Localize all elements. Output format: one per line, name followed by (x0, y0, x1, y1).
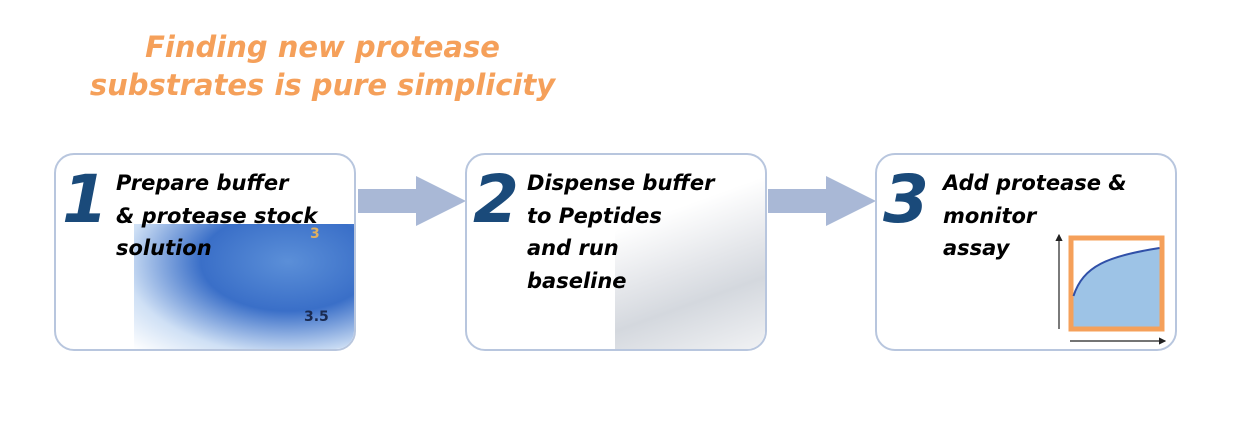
arrow-right-icon (768, 176, 876, 226)
step-2-card: 2 Dispense buffer to Peptides and run ba… (465, 153, 767, 351)
title-line-2: substrates is pure simplicity (89, 68, 556, 102)
step-line: to Peptides (527, 203, 662, 228)
step-line: and run (527, 236, 619, 260)
assay-curve-icon (1055, 233, 1167, 345)
beaker-image: 3 3.5 (134, 224, 354, 349)
beaker-label-3: 3 (310, 226, 320, 242)
arrow-right-icon (358, 176, 466, 226)
step-line: Prepare buffer (116, 171, 289, 195)
step-1-card: 3 3.5 1 Prepare buffer & protease stock … (54, 153, 356, 351)
step-text: Prepare buffer & protease stock solution (116, 167, 317, 265)
step-line: solution (116, 236, 212, 260)
title-line-1: Finding new protease (145, 30, 500, 64)
step-text: Dispense buffer to Peptides and run base… (527, 167, 714, 297)
step-text: Add protease & monitor assay (943, 167, 1127, 265)
beaker-label-3-5: 3.5 (304, 309, 329, 325)
step-line: assay (943, 236, 1010, 260)
step-number: 2 (473, 161, 519, 238)
step-number: 3 (883, 161, 929, 238)
slide-title: Finding new protease substrates is pure … (40, 28, 605, 104)
step-line: baseline (527, 268, 627, 293)
pipette-image (615, 155, 765, 349)
step-line: Add protease & (943, 171, 1127, 195)
step-3-card: 3 Add protease & monitor assay (875, 153, 1177, 351)
step-line: monitor (943, 203, 1037, 228)
step-line: & protease stock (116, 203, 318, 228)
step-number: 1 (62, 161, 108, 238)
step-line: Dispense buffer (527, 171, 715, 195)
